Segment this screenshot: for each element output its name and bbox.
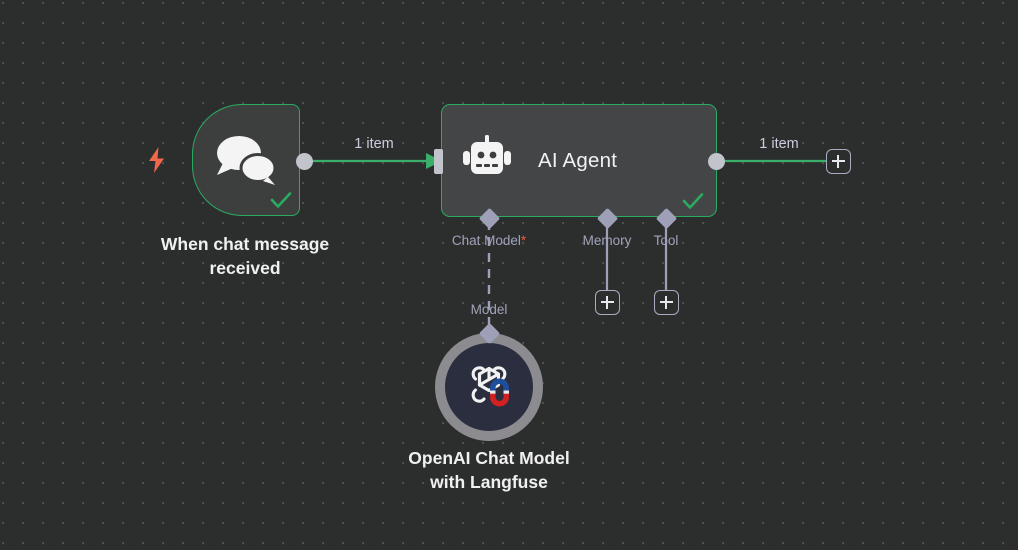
openai-langfuse-icon: [463, 359, 515, 416]
sub-connector-label-chat-model-text: Chat Model: [451, 233, 521, 248]
edge-label-agent-to-next: 1 item: [759, 136, 799, 152]
add-next-node-button[interactable]: [826, 149, 851, 174]
edge-label-trigger-to-agent: 1 item: [354, 136, 394, 152]
agent-status-check-icon: [680, 188, 706, 214]
agent-input-port[interactable]: [434, 149, 443, 174]
sub-connector-label-tool: Tool: [653, 233, 679, 248]
add-memory-button[interactable]: [595, 290, 620, 315]
node-openai-chat-model-with-langfuse[interactable]: [435, 333, 543, 441]
node-caption-openai-chat-model: OpenAI Chat Model with Langfuse: [408, 448, 570, 492]
required-asterisk-icon: *: [520, 233, 527, 248]
add-tool-button[interactable]: [654, 290, 679, 315]
trigger-status-check-icon: [268, 187, 294, 213]
node-title-ai-agent: AI Agent: [538, 148, 618, 172]
edge-label-model: Model: [470, 302, 508, 317]
lightning-bolt-icon: [145, 146, 169, 174]
trigger-output-port[interactable]: [296, 153, 313, 170]
chat-bubbles-icon: [213, 133, 279, 192]
node-ai-agent[interactable]: AI Agent: [441, 104, 717, 217]
sub-connector-label-memory: Memory: [582, 233, 632, 248]
node-when-chat-message-received[interactable]: [192, 104, 300, 216]
robot-icon: [462, 135, 512, 186]
agent-output-port[interactable]: [708, 153, 725, 170]
sub-connector-label-chat-model: Chat Model*: [452, 233, 526, 248]
node-caption-trigger: When chat message received: [160, 234, 330, 278]
